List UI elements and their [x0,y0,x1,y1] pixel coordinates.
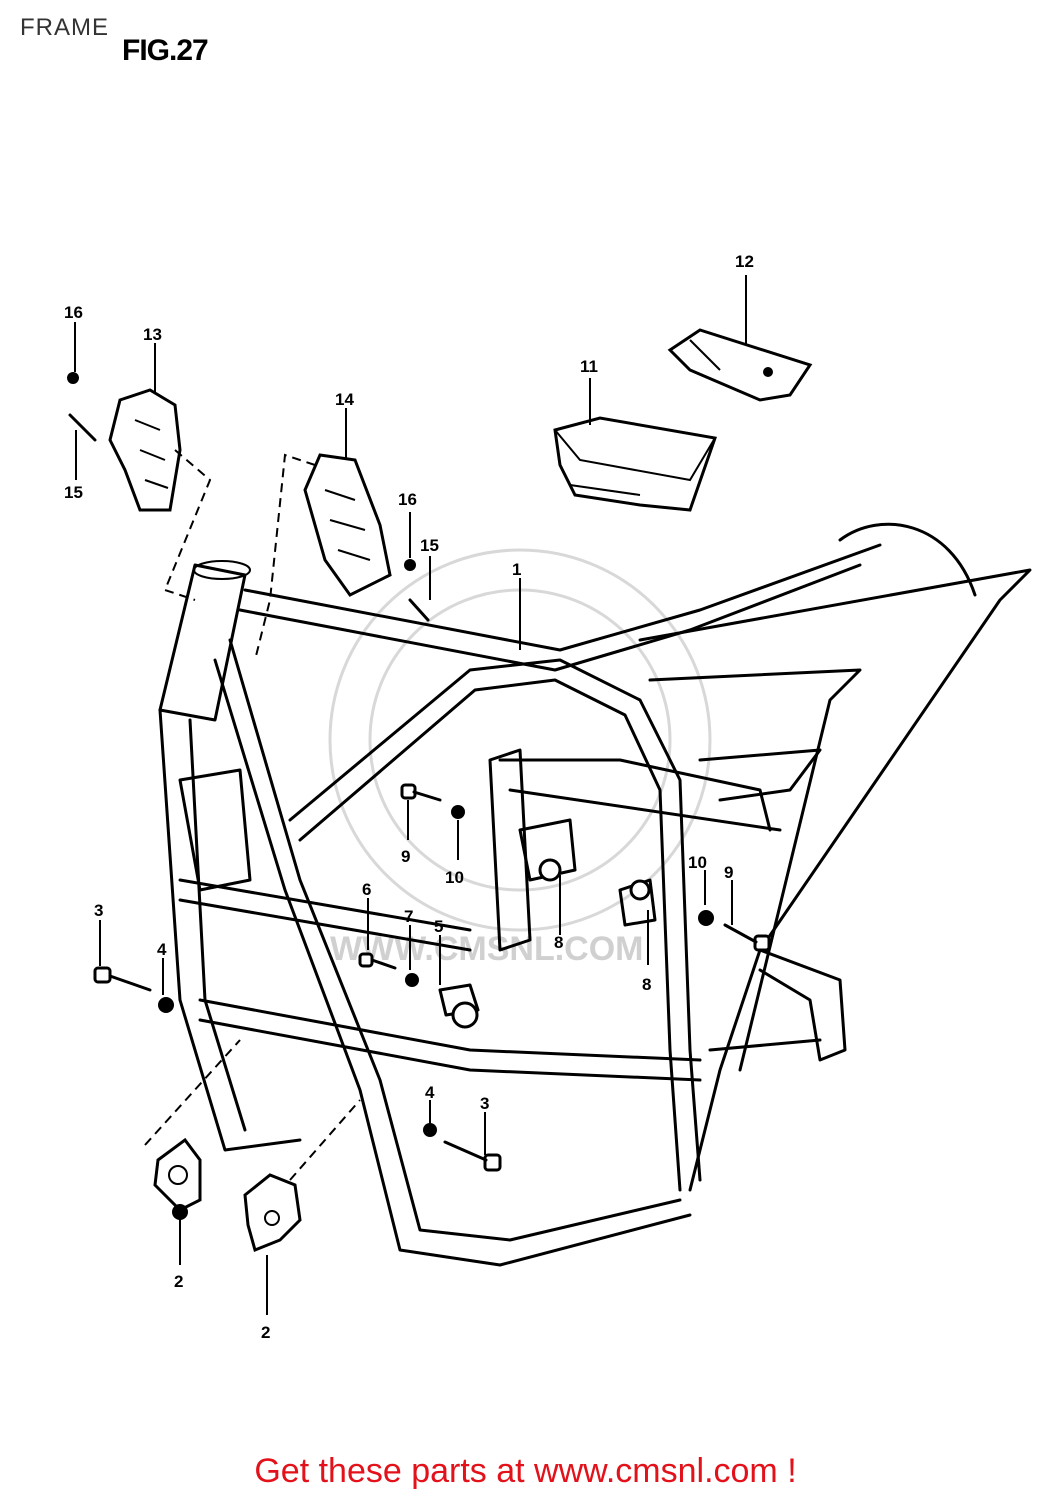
callout-12: 12 [735,252,754,271]
callout-10: 10 [688,853,707,872]
callout-16: 16 [64,303,83,322]
part-2-bracket-left [153,1137,202,1220]
frame-exploded-diagram: WWW.CMSNL.COM [64,252,1032,1342]
callout-16: 16 [398,490,417,509]
part-11-tray [553,416,717,512]
figure-label: FIG.27 [122,34,209,67]
part-13-guard [108,388,182,512]
callout-11: 11 [580,357,598,376]
callout-4: 4 [425,1083,435,1102]
dashed-assembly-lines [144,449,361,1181]
diagram-caption: FRAME [20,14,109,41]
callout-15: 15 [64,483,83,502]
footer-link-text[interactable]: Get these parts at www.cmsnl.com ! [254,1452,797,1490]
callout-8: 8 [642,975,651,994]
part-12-cover [667,328,813,402]
part-2-bracket-right [243,1173,302,1253]
main-frame [158,522,1032,1267]
leader-lines [74,275,747,1315]
callout-3: 3 [94,901,103,920]
callout-9: 9 [724,863,733,882]
callout-10: 10 [445,868,464,887]
callout-14: 14 [335,390,354,409]
callout-3: 3 [480,1094,489,1113]
callout-15: 15 [420,536,439,555]
callout-2: 2 [174,1272,183,1291]
callout-6: 6 [362,880,371,899]
callout-8: 8 [554,933,563,952]
callout-13: 13 [143,325,162,344]
part-14-guard [303,453,392,597]
fasteners [67,372,771,1172]
callout-7: 7 [404,907,413,926]
callout-2: 2 [261,1323,270,1342]
callout-5: 5 [434,917,443,936]
callout-1: 1 [512,560,521,579]
callout-labels: 1 2 2 3 3 4 4 5 6 7 8 8 9 9 10 10 11 12 … [64,252,754,1342]
callout-4: 4 [157,940,167,959]
callout-9: 9 [401,847,410,866]
